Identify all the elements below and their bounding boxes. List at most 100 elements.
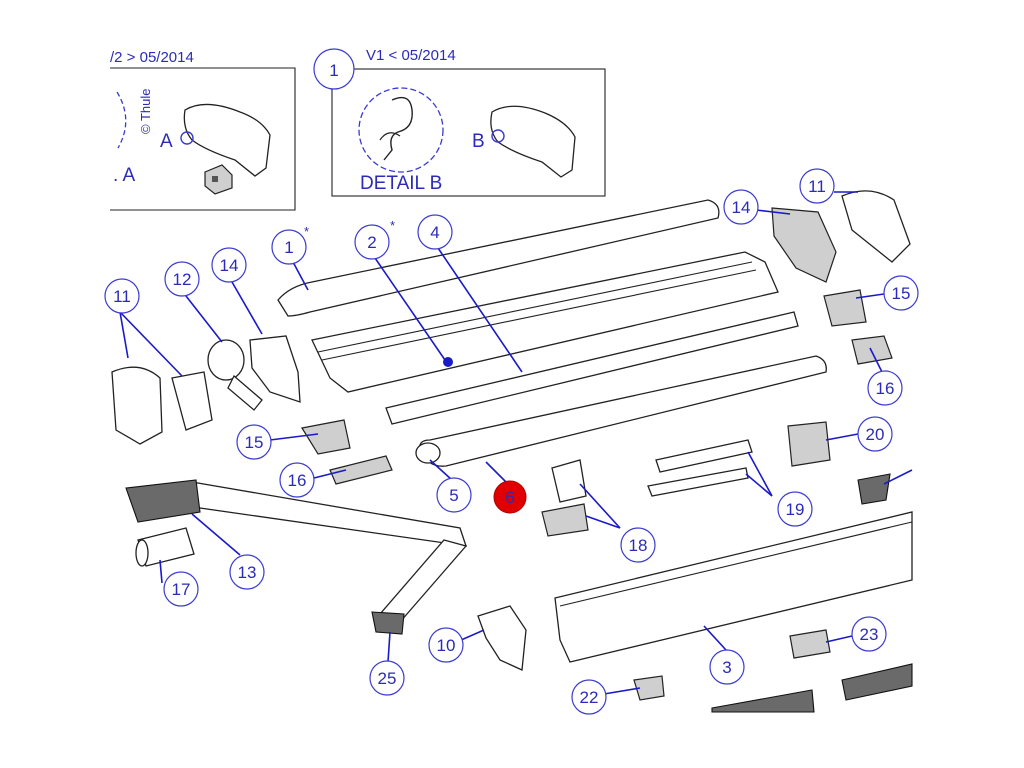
callout-circle-6-highlight <box>493 480 527 514</box>
callout-label-25: 25 <box>378 669 397 688</box>
bottom-rail-right <box>841 663 913 701</box>
arm-elbow <box>371 611 405 635</box>
callout-circle-22 <box>571 679 607 715</box>
detail-a-marker <box>180 131 194 145</box>
callout-circle-11-left <box>104 278 140 314</box>
callout-circle-16-right <box>867 370 903 406</box>
callout-circle-17 <box>163 571 199 607</box>
callout-mark-2: * <box>390 218 395 233</box>
detail-a-inset: © Thule A . A <box>110 67 296 211</box>
detail-b-marker <box>491 129 505 143</box>
detail-b-circle <box>358 87 444 173</box>
right-crank-eye <box>851 335 893 365</box>
callout-circle-16-left <box>279 462 315 498</box>
brand-label: © Thule <box>138 89 153 134</box>
callout-circle-13 <box>229 554 265 590</box>
light-housing <box>787 421 831 467</box>
callout-label-16-left: 16 <box>288 471 307 490</box>
callout-circle-5 <box>436 477 472 513</box>
callouts: 1 * 2 * 4 5 6 11 12 14 15 16 13 17 18 19… <box>104 168 919 715</box>
callout-label-13: 13 <box>238 563 257 582</box>
left-end-cover <box>111 366 163 445</box>
arm-lower <box>378 539 468 623</box>
callout-circle-15-left <box>236 424 272 460</box>
end-clip-right <box>857 473 891 505</box>
callout-circle-20 <box>857 416 893 452</box>
callout-label-14-left: 14 <box>220 256 239 275</box>
spacer-bracket <box>541 503 589 537</box>
right-wall-bracket <box>823 289 867 327</box>
right-end-cover <box>841 190 911 263</box>
callout-label-4: 4 <box>430 223 439 242</box>
callout-leader-lines <box>119 191 913 695</box>
detail-a-circle <box>116 91 127 149</box>
bottom-rail-middle <box>711 689 815 713</box>
callout-label-14-right: 14 <box>732 198 751 217</box>
lower-case-profile <box>554 511 913 663</box>
callout-label-19: 19 <box>786 500 805 519</box>
left-wall-bracket <box>301 419 351 455</box>
callout-label-1: 1 <box>284 238 293 257</box>
rail-lower <box>647 467 749 497</box>
callout-label-6: 6 <box>505 488 514 507</box>
left-gearbox <box>249 335 301 403</box>
callout-circle-15-right <box>883 275 919 311</box>
spacer-plate <box>551 459 587 503</box>
callout-label-18: 18 <box>629 536 648 555</box>
callout-label-1-top: 1 <box>329 61 338 80</box>
callout-label-2: 2 <box>367 233 376 252</box>
motor-housing <box>207 339 245 381</box>
callout-label-11-right: 11 <box>808 177 826 196</box>
callout-label-15-left: 15 <box>245 433 264 452</box>
small-clip <box>633 675 665 701</box>
callout-label-5: 5 <box>449 486 458 505</box>
callout-circle-11-right <box>799 168 835 204</box>
callout-circle-25 <box>369 660 405 696</box>
callout-mark-1: * <box>304 224 309 239</box>
roller-tube-end <box>415 442 441 464</box>
callout-circle-1-top <box>313 48 355 90</box>
callout-circle-2 <box>354 224 390 260</box>
detail-a-label: A <box>160 131 173 152</box>
callout-label-22: 22 <box>580 688 599 707</box>
callout-circle-14-right <box>723 189 759 225</box>
callout-circle-23 <box>851 616 887 652</box>
motor-shaft <box>227 374 263 411</box>
end-cap-sketch-a <box>183 103 271 177</box>
arm-shoulder <box>125 479 201 523</box>
callout-label-23: 23 <box>860 625 879 644</box>
lower-end-cap <box>477 605 527 671</box>
rail-upper <box>655 439 753 473</box>
callout-label-11-left: 11 <box>113 287 131 306</box>
callout-circle-19 <box>777 491 813 527</box>
detail-b-label: B <box>472 131 485 152</box>
end-cap-sketch-b <box>490 105 576 178</box>
callout-label-3: 3 <box>722 658 731 677</box>
callout-circle-18 <box>620 527 656 563</box>
callout-label-16-right: 16 <box>876 379 895 398</box>
right-gearbox <box>771 207 837 283</box>
clip-part <box>204 164 233 195</box>
callout-label-15-right: 15 <box>892 284 911 303</box>
left-crank-eye <box>329 455 393 485</box>
roller-tube <box>419 355 827 467</box>
left-date-caption: /2 > 05/2014 <box>110 49 194 66</box>
callout-label-10: 10 <box>437 636 456 655</box>
callout-circle-12 <box>164 261 200 297</box>
callout-circle-10 <box>428 627 464 663</box>
clip-hole <box>212 176 218 182</box>
callout-label-20: 20 <box>866 425 885 444</box>
hook-sketch <box>383 96 413 161</box>
detail-b-caption: DETAIL B <box>360 173 442 194</box>
callout-circle-14-left <box>211 247 247 283</box>
front-cover-profile <box>277 199 720 317</box>
lead-bar-profile <box>385 311 799 425</box>
bracket-23 <box>789 629 831 659</box>
callout-label-17: 17 <box>172 580 191 599</box>
callout-label-12: 12 <box>173 270 192 289</box>
callout-circle-4 <box>417 214 453 250</box>
callout-circle-1 <box>271 229 307 265</box>
arm-upper <box>185 481 467 547</box>
left-end-cover-bracket <box>171 371 213 431</box>
